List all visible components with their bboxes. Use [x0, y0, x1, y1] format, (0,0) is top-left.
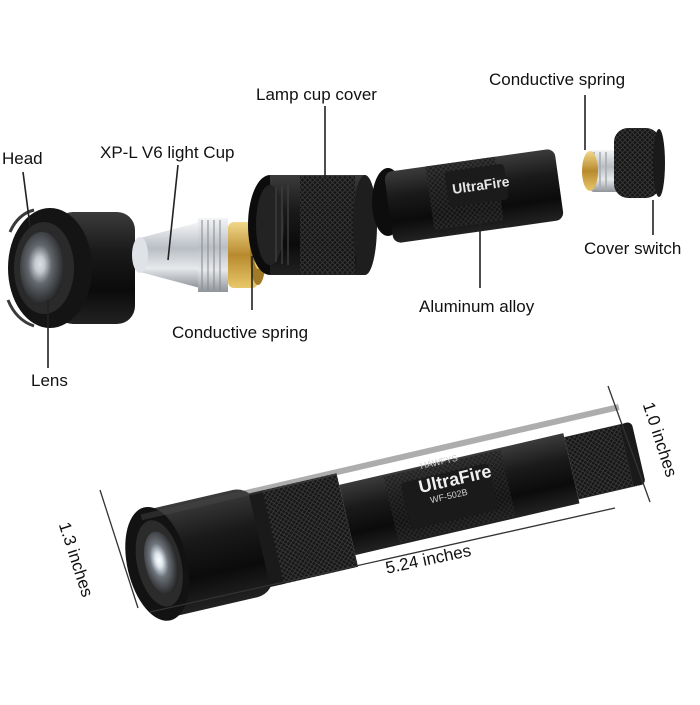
aluminum-body-part [372, 149, 564, 243]
label-light-cup: XP-L V6 light Cup [100, 143, 235, 162]
label-conductive-spring-top: Conductive spring [489, 70, 626, 89]
leader-lines [22, 95, 654, 368]
label-cover-switch: Cover switch [584, 239, 682, 258]
head-part [6, 208, 135, 328]
label-head: Head [2, 149, 43, 168]
assembled-flashlight [125, 404, 645, 621]
light-cup-part [132, 218, 266, 292]
label-aluminum-alloy: Aluminum alloy [419, 297, 535, 316]
tail-cap-part [582, 128, 665, 198]
dimension-lines [99, 385, 651, 613]
label-lamp-cup-cover: Lamp cup cover [256, 85, 377, 104]
lamp-cup-cover-part [248, 175, 377, 275]
label-lens: Lens [31, 371, 68, 390]
label-conductive-spring-bottom: Conductive spring [172, 323, 309, 342]
